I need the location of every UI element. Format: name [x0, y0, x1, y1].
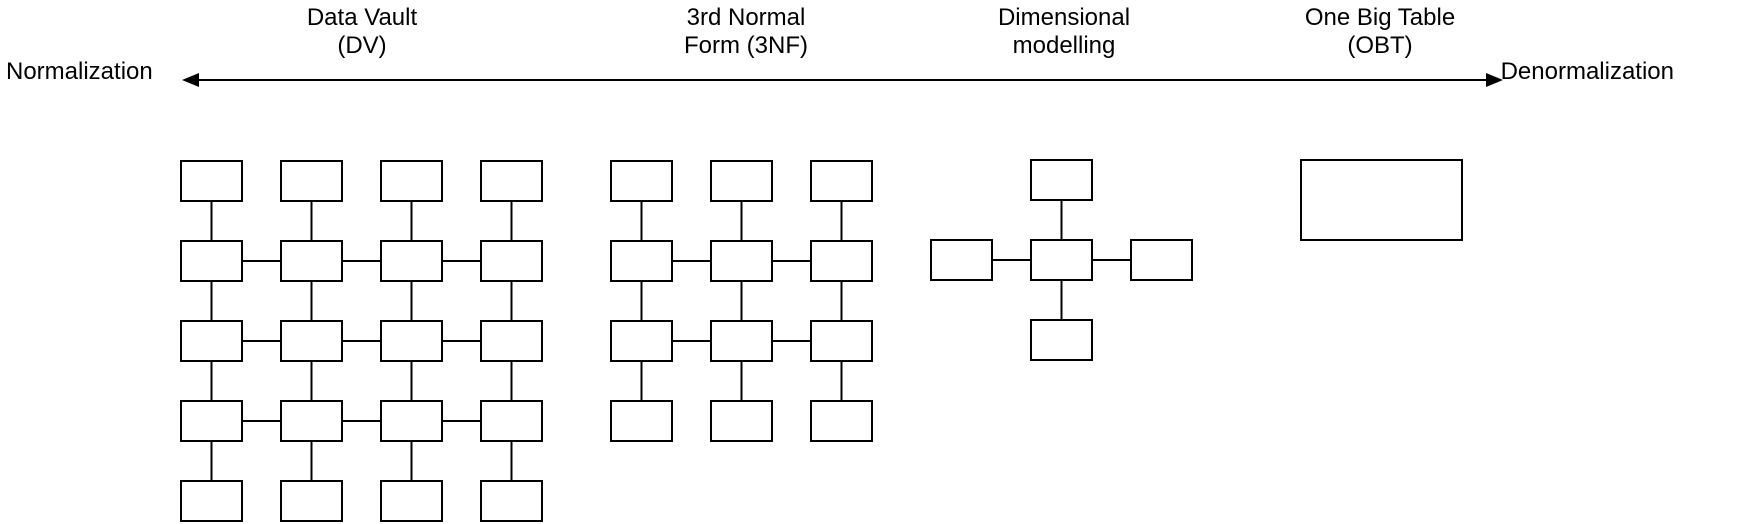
table-box [180, 400, 243, 442]
table-box [710, 320, 773, 362]
method-label-line: 3rd Normal [686, 4, 806, 31]
table-box [180, 240, 243, 282]
table-box [380, 160, 443, 202]
table-box [380, 240, 443, 282]
method-label-line: modelling [1012, 32, 1116, 59]
table-box [810, 160, 873, 202]
normalization-label: Normalization [6, 58, 153, 85]
table-box [380, 400, 443, 442]
method-label-dimensional: Dimensional modelling [998, 4, 1130, 60]
table-box [280, 400, 343, 442]
table-box [380, 320, 443, 362]
table-box [710, 240, 773, 282]
table-box [610, 400, 673, 442]
table-box [480, 400, 543, 442]
method-label-line: (OBT) [1347, 32, 1413, 59]
method-label-obt: One Big Table (OBT) [1305, 4, 1455, 60]
one-big-table-box [1300, 159, 1463, 241]
arrowhead-left-icon [182, 73, 199, 87]
table-box [610, 320, 673, 362]
method-label-line: (DV) [337, 32, 387, 59]
method-label-line: One Big Table [1304, 4, 1456, 31]
table-box [710, 400, 773, 442]
table-box [480, 240, 543, 282]
arrowhead-right-icon [1486, 73, 1503, 87]
table-box [480, 160, 543, 202]
dimension-table-box [1030, 159, 1093, 201]
dimension-table-box [930, 239, 993, 281]
table-box [180, 320, 243, 362]
method-label-data-vault: Data Vault (DV) [307, 4, 417, 60]
method-label-line: Dimensional [997, 4, 1131, 31]
table-box [280, 320, 343, 362]
spectrum-arrow [182, 73, 1503, 87]
table-box [380, 480, 443, 522]
table-box [810, 320, 873, 362]
table-box [280, 480, 343, 522]
method-label-line: Form (3NF) [684, 32, 808, 59]
table-box [710, 160, 773, 202]
third-normal-form-schema [610, 160, 873, 442]
table-box [810, 240, 873, 282]
table-box [610, 240, 673, 282]
dimensional-star-schema [930, 159, 1193, 361]
fact-table-box [1030, 239, 1093, 281]
table-box [280, 240, 343, 282]
method-label-line: Data Vault [306, 4, 418, 31]
one-big-table-schema [1300, 159, 1463, 241]
method-label-3nf: 3rd Normal Form (3NF) [684, 4, 808, 60]
table-box [610, 160, 673, 202]
dimension-table-box [1030, 319, 1093, 361]
table-box [180, 160, 243, 202]
data-vault-schema [180, 160, 543, 522]
table-box [810, 400, 873, 442]
table-box [480, 320, 543, 362]
table-box [280, 160, 343, 202]
table-box [480, 480, 543, 522]
dimension-table-box [1130, 239, 1193, 281]
denormalization-label: Denormalization [1500, 58, 1674, 85]
table-box [180, 480, 243, 522]
